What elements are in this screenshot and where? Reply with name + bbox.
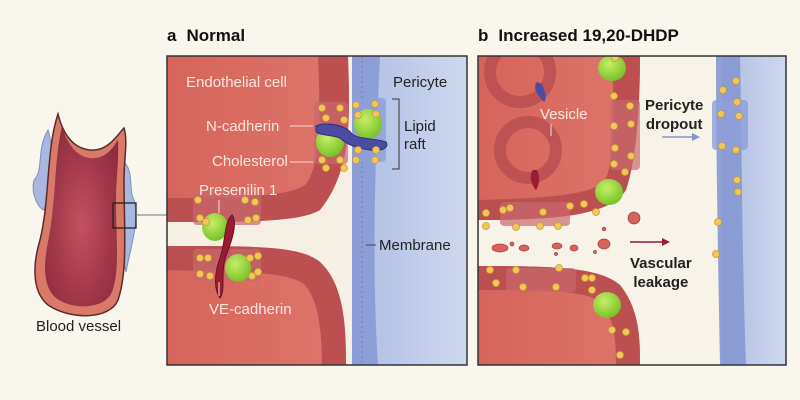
cholesterol-dots-b [482,56,743,359]
panel-a-illustration [167,56,467,365]
vascular-leakage-line-1: Vascular [630,255,692,272]
pericyte-dropout-line-1: Pericyte [645,97,704,114]
presenilin-b-2 [595,179,623,205]
n-cadherin-vesicle [535,82,546,102]
endothelial-membrane-upper [167,56,349,222]
panel-b-heading: Increased 19,20-DHDP [498,26,679,45]
leakage-particles [491,211,641,256]
vascular-leakage-line-2: leakage [633,274,689,291]
lipid-raft-b-2 [500,202,570,226]
panel-a-heading: Normal [186,26,246,45]
presenilin-junction-lower [225,254,251,282]
endothelial-membrane-lower-b [478,266,640,365]
endothelial-membrane-lower [167,246,346,365]
lipid-raft-pericyte-b [712,100,748,150]
ve-cadherin-label: VE-cadherin [209,301,292,318]
pericyte-label: Pericyte [393,74,448,91]
pericyte-dropout-line-2: dropout [645,116,703,133]
leader-lines-light [218,125,313,296]
vesicle-1 [484,56,556,108]
presenilin-b-1 [598,56,626,81]
vesicle-label: Vesicle [540,106,588,123]
lipid-raft-bracket [392,98,400,170]
vessel-lumen [45,126,119,307]
presenilin-label: Presenilin 1 [199,182,278,199]
panel-a-title: a Normal [167,26,245,46]
vascular-leakage-arrow [630,238,670,246]
panel-a-frame [166,55,468,366]
blood-vessel-illustration [32,111,167,317]
blood-vessel-label: Blood vessel [36,318,122,335]
lipid-raft-b-1 [610,100,640,170]
membrane-label: Membrane [379,237,451,254]
cholesterol-dots [194,100,380,280]
panel-b-letter: b [478,26,489,45]
ve-cadherin-vesicle [530,170,540,190]
presenilin-b-3 [593,292,621,318]
lipid-raft-label: Lipid raft [404,118,436,153]
pericyte-dropout-arrow [662,133,700,141]
endothelial-cell-label: Endothelial cell [186,74,287,91]
n-cadherin [315,123,388,151]
panel-b-illustration [478,56,786,365]
panel-b-frame [477,55,787,366]
panel-b-title: b Increased 19,20-DHDP [478,26,679,46]
n-cadherin-label: N-cadherin [206,118,280,135]
panel-a-letter: a [167,26,177,45]
endothelial-cell-upper [167,56,349,222]
vesicle-2 [494,116,562,184]
ve-cadherin [215,214,235,299]
cholesterol-label: Cholesterol [212,153,288,170]
vascular-leakage-label: Vascular leakage [630,254,692,292]
pericyte-dropout-label: Pericyte dropout [645,96,703,134]
